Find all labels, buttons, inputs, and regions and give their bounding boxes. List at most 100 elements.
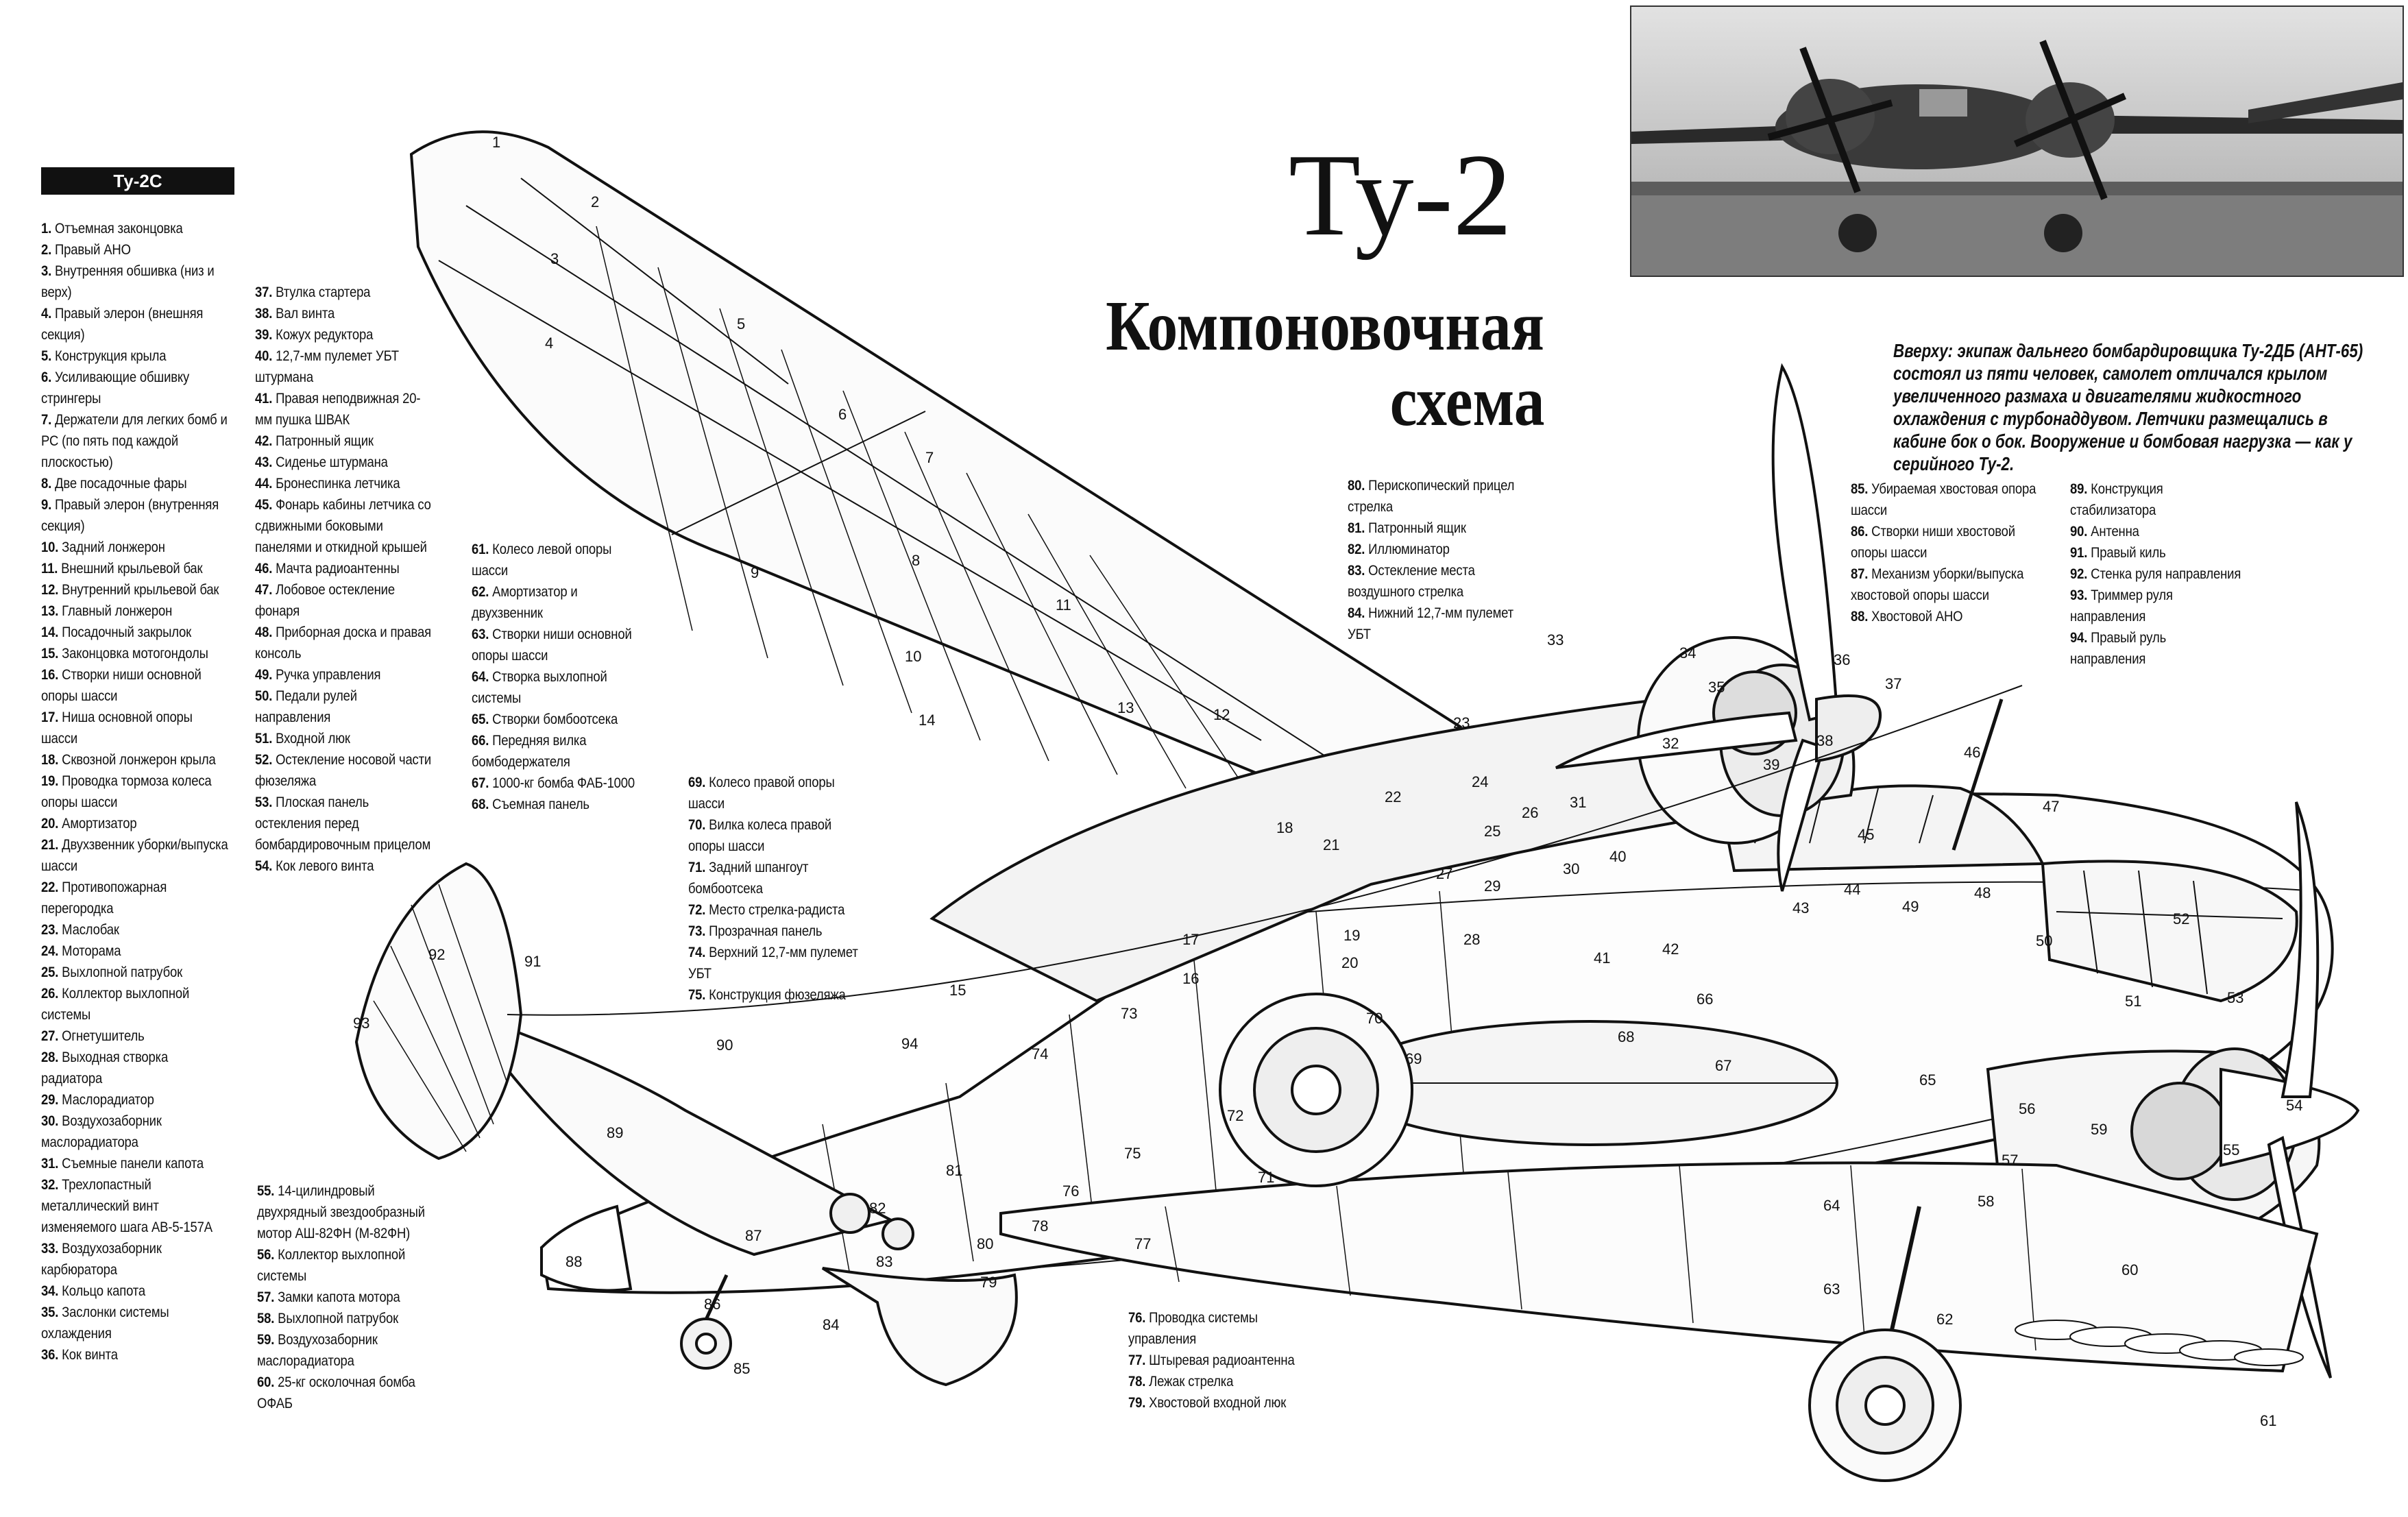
legend-item: 26. Коллектор выхлопной системы xyxy=(41,983,230,1026)
legend-number: 93. xyxy=(2070,587,2088,603)
legend-item: 55. 14-цилиндровый двухрядный звездообра… xyxy=(257,1180,434,1244)
legend-number: 65. xyxy=(472,711,489,727)
callout-number: 76 xyxy=(1062,1182,1079,1200)
callout-number: 9 xyxy=(751,564,759,581)
legend-text: Нижний 12,7-мм пулемет УБТ xyxy=(1348,605,1513,642)
legend-item: 4. Правый элерон (внешняя секция) xyxy=(41,303,230,345)
legend-item: 15. Законцовка мотогондолы xyxy=(41,643,230,664)
legend-number: 8. xyxy=(41,475,52,491)
legend-text: Выхлопной патрубок xyxy=(58,964,183,980)
legend-item: 80. Перископический прицел стрелка xyxy=(1348,475,1524,518)
legend-text: Амортизатор и двухзвенник xyxy=(472,583,578,621)
legend-text: Трехлопастный металлический винт изменяе… xyxy=(41,1176,212,1235)
legend-text: Приборная доска и правая консоль xyxy=(255,624,431,662)
legend-number: 68. xyxy=(472,796,489,812)
legend-item: 88. Хвостовой АНО xyxy=(1851,606,2045,627)
legend-text: Внутренняя обшивка (низ и верх) xyxy=(41,263,215,300)
legend-text: Противопожарная перегородка xyxy=(41,879,167,917)
callout-number: 94 xyxy=(901,1035,918,1052)
legend-item: 34. Кольцо капота xyxy=(41,1281,230,1302)
legend-number: 32. xyxy=(41,1176,59,1193)
legend-text: Правый элерон (внешняя секция) xyxy=(41,305,204,343)
callout-number: 89 xyxy=(607,1124,623,1141)
legend-number: 43. xyxy=(255,454,273,470)
legend-number: 5. xyxy=(41,348,52,364)
legend-item: 54. Кок левого винта xyxy=(255,855,432,877)
callout-number: 19 xyxy=(1343,927,1360,944)
legend-text: Коллектор выхлопной системы xyxy=(41,985,190,1023)
aircraft-tag: Ту-2С xyxy=(41,167,234,195)
callout-number: 81 xyxy=(946,1162,962,1179)
legend-text: Отъемная законцовка xyxy=(51,220,183,236)
legend-number: 85. xyxy=(1851,481,1869,497)
callout-number: 26 xyxy=(1522,804,1538,821)
legend-number: 22. xyxy=(41,879,59,895)
legend-number: 35. xyxy=(41,1304,59,1320)
legend-text: Маслорадиатор xyxy=(58,1091,154,1108)
legend-number: 3. xyxy=(41,263,52,279)
legend-item: 93. Триммер руля направления xyxy=(2070,585,2241,627)
legend-item: 36. Кок винта xyxy=(41,1344,230,1366)
legend-number: 18. xyxy=(41,751,59,768)
legend-number: 79. xyxy=(1128,1394,1146,1411)
legend-number: 70. xyxy=(688,816,706,833)
legend-number: 38. xyxy=(255,305,273,321)
legend-item: 67. 1000-кг бомба ФАБ-1000 xyxy=(472,773,648,794)
legend-number: 59. xyxy=(257,1331,275,1348)
legend-item: 90. Антенна xyxy=(2070,521,2241,542)
legend-item: 18. Сквозной лонжерон крыла xyxy=(41,749,230,770)
legend-text: Кок винта xyxy=(58,1346,118,1363)
callout-number: 48 xyxy=(1974,884,1991,901)
legend-item: 60. 25-кг осколочная бомба ОФАБ xyxy=(257,1372,434,1414)
callout-number: 43 xyxy=(1792,899,1809,917)
callout-number: 22 xyxy=(1385,788,1401,805)
legend-text: Правая неподвижная 20-мм пушка ШВАК xyxy=(255,390,421,428)
legend-item: 28. Выходная створка радиатора xyxy=(41,1047,230,1089)
callout-number: 74 xyxy=(1032,1045,1048,1063)
callout-number: 32 xyxy=(1662,735,1679,752)
legend-number: 39. xyxy=(255,326,273,343)
legend-number: 75. xyxy=(688,986,706,1003)
page-subtitle-line1: Компоновочная xyxy=(1106,287,1544,365)
legend-text: Двухзвенник уборки/выпуска шасси xyxy=(41,836,228,874)
callout-number: 69 xyxy=(1405,1050,1422,1067)
nose-glazing xyxy=(2041,860,2298,1003)
legend-item: 51. Входной люк xyxy=(255,728,432,749)
legend-text: Передняя вилка бомбодержателя xyxy=(472,732,587,770)
legend-number: 17. xyxy=(41,709,59,725)
legend-number: 52. xyxy=(255,751,273,768)
legend-text: Остекление места воздушного стрелка xyxy=(1348,562,1475,600)
callout-number: 56 xyxy=(2019,1100,2035,1117)
callout-number: 66 xyxy=(1696,991,1713,1008)
legend-item: 33. Воздухозаборник карбюратора xyxy=(41,1238,230,1281)
legend-item: 49. Ручка управления xyxy=(255,664,432,685)
callout-number: 12 xyxy=(1213,706,1230,723)
page-subtitle-line2: схема xyxy=(1389,362,1544,441)
callout-number: 50 xyxy=(2036,932,2052,949)
legend-text: Амортизатор xyxy=(58,815,137,832)
legend-item: 17. Ниша основной опоры шасси xyxy=(41,707,230,749)
legend-item: 41. Правая неподвижная 20-мм пушка ШВАК xyxy=(255,388,432,430)
legend-item: 75. Конструкция фюзеляжа xyxy=(688,984,865,1006)
legend-number: 81. xyxy=(1348,520,1365,536)
legend-item: 52. Остекление носовой части фюзеляжа xyxy=(255,749,432,792)
legend-item: 20. Амортизатор xyxy=(41,813,230,834)
legend-number: 72. xyxy=(688,901,706,918)
legend-item: 94. Правый руль направления xyxy=(2070,627,2241,670)
callout-number: 46 xyxy=(1964,744,1980,761)
legend-text: Патронный ящик xyxy=(1365,520,1466,536)
legend-item: 72. Место стрелка-радиста xyxy=(688,899,865,921)
antenna-wire xyxy=(507,685,2023,1016)
legend-number: 24. xyxy=(41,943,59,959)
callout-number: 23 xyxy=(1453,714,1470,731)
callout-number: 47 xyxy=(2043,798,2059,815)
legend-text: Выходная створка радиатора xyxy=(41,1049,169,1087)
legend-item: 1. Отъемная законцовка xyxy=(41,218,230,239)
callout-number: 35 xyxy=(1708,679,1725,696)
callout-number: 58 xyxy=(1978,1193,1994,1210)
legend-number: 54. xyxy=(255,858,273,874)
aircraft-photo xyxy=(1630,5,2404,277)
legend-number: 60. xyxy=(257,1374,275,1390)
